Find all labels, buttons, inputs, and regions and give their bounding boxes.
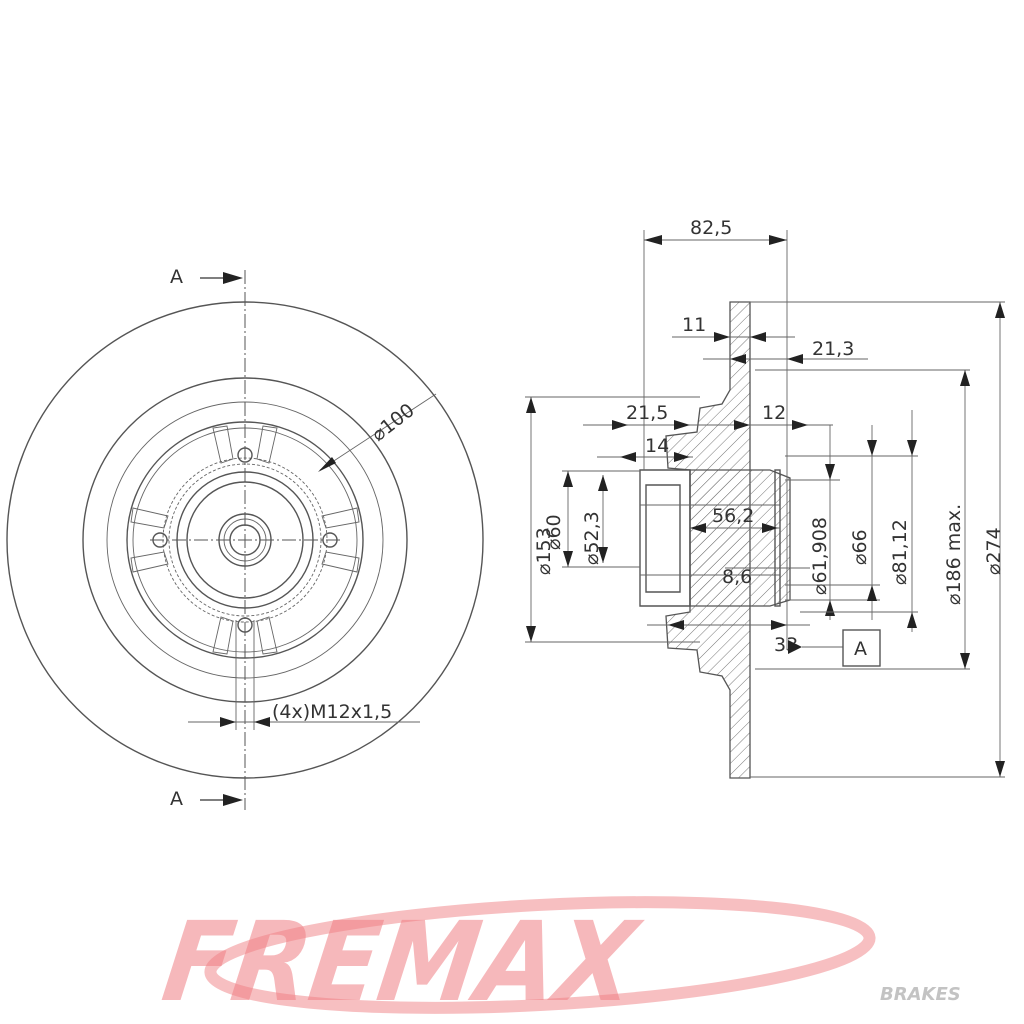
front-view: A A ⌀100 (4x)M12x1,5 bbox=[6, 266, 484, 810]
dim-8-6: 8,6 bbox=[722, 566, 752, 588]
pcd-label: ⌀100 bbox=[368, 399, 419, 446]
dim-21-5: 21,5 bbox=[626, 402, 668, 424]
thread-label: (4x)M12x1,5 bbox=[272, 701, 392, 723]
section-label-top: A bbox=[170, 266, 183, 288]
section-label-bottom: A bbox=[170, 788, 183, 810]
dim-dia-153: ⌀153 bbox=[533, 527, 555, 575]
dim-dia-61-908: ⌀61,908 bbox=[809, 517, 831, 595]
datum-a: A bbox=[854, 638, 867, 660]
fremax-logo-text: FREMAX bbox=[156, 898, 648, 1024]
fremax-watermark: FREMAX BRAKES bbox=[156, 896, 961, 1024]
dim-dia-274: ⌀274 bbox=[983, 527, 1005, 575]
hub-tabs bbox=[130, 425, 360, 655]
dim-dia-66: ⌀66 bbox=[849, 529, 871, 565]
dim-14: 14 bbox=[645, 435, 669, 457]
dim-dia-60: ⌀60 bbox=[543, 514, 565, 550]
dim-11: 11 bbox=[682, 314, 706, 336]
dim-dia-186-max: ⌀186 max. bbox=[943, 504, 965, 605]
dim-56-2: 56,2 bbox=[712, 505, 754, 527]
fremax-logo-sub: BRAKES bbox=[880, 984, 961, 1005]
dim-dia-52-3: ⌀52,3 bbox=[581, 511, 603, 565]
dim-12: 12 bbox=[762, 402, 786, 424]
dim-82-5: 82,5 bbox=[690, 217, 732, 239]
section-view: 82,5 11 21,3 21,5 12 14 56,2 8,6 33 ⌀153… bbox=[525, 217, 1005, 779]
dim-dia-81-12: ⌀81,12 bbox=[889, 519, 911, 585]
dim-21-3: 21,3 bbox=[812, 338, 854, 360]
